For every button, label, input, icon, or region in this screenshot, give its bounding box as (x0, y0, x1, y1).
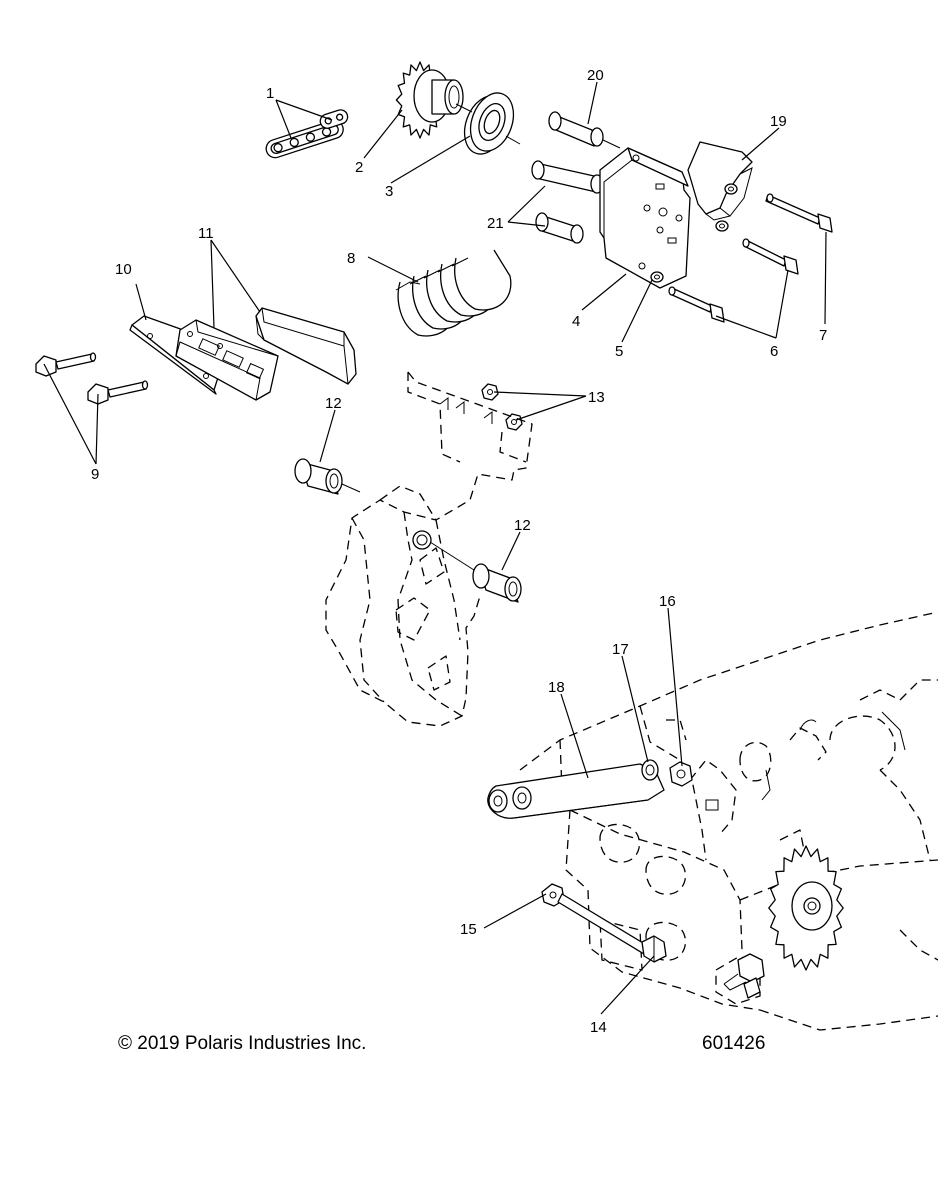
callout-7: 7 (819, 327, 827, 344)
callout-19: 19 (770, 113, 787, 130)
dashed-housing-upper (325, 371, 533, 727)
callouts: 1 2 3 20 19 21 8 4 5 6 7 10 11 9 13 12 1… (91, 67, 827, 1036)
part-12-bushing-lower (472, 563, 522, 603)
part-11-slider-cover (255, 307, 357, 385)
part-7-bolt (765, 193, 833, 233)
part-19-bracket (687, 141, 753, 221)
part-2-sprocket (395, 61, 464, 139)
callout-1: 1 (266, 85, 274, 102)
part-18-torque-arm (487, 763, 665, 819)
callout-15: 15 (460, 921, 477, 938)
callout-12-lower: 12 (514, 517, 531, 534)
part-9-bolt-upper (35, 352, 97, 377)
callout-8: 8 (347, 250, 355, 267)
callout-14: 14 (590, 1019, 607, 1036)
callout-18: 18 (548, 679, 565, 696)
drive-hub-nut (723, 953, 765, 999)
callout-16: 16 (659, 593, 676, 610)
callout-2: 2 (355, 159, 363, 176)
part-21-spacer-lower (535, 212, 584, 244)
callout-10: 10 (115, 261, 132, 278)
callout-17: 17 (612, 641, 629, 658)
part-6-bolt-upper (742, 238, 799, 275)
drive-sprocket (768, 845, 844, 971)
part-3-bearing (463, 92, 515, 155)
callout-20: 20 (587, 67, 604, 84)
figure-number: 601426 (702, 1033, 765, 1054)
copyright-notice: © 2019 Polaris Industries Inc. (118, 1033, 366, 1054)
part-1-chain-link (265, 109, 349, 159)
part-9-bolt-lower (87, 380, 149, 405)
part-6-bolt-lower (668, 286, 725, 323)
part-16-nut (669, 761, 693, 787)
callout-5: 5 (615, 343, 623, 360)
part-20-spacer (548, 111, 604, 147)
part-12-bushing-upper (294, 458, 343, 495)
part-4-plate (599, 147, 691, 289)
part-17-bushing (641, 759, 659, 781)
leader-lines (43, 81, 827, 1015)
callout-12-upper: 12 (325, 395, 342, 412)
part-8-spring-clips (395, 249, 512, 337)
part-5-washers (650, 183, 738, 283)
callout-3: 3 (385, 183, 393, 200)
callout-21: 21 (487, 215, 504, 232)
callout-11: 11 (198, 225, 214, 242)
callout-13: 13 (588, 389, 605, 406)
callout-6: 6 (770, 343, 778, 360)
part-14-through-bolt (557, 893, 667, 963)
dashed-chassis-lower (519, 611, 938, 1031)
callout-4: 4 (572, 313, 580, 330)
callout-9: 9 (91, 466, 99, 483)
part-11-slider-block (175, 319, 279, 401)
part-13-nuts (481, 383, 523, 431)
